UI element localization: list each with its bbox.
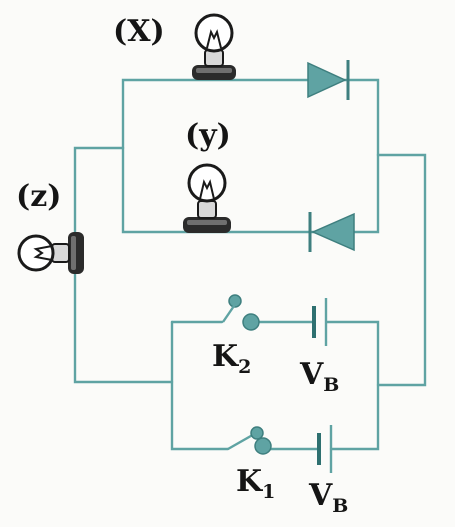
label-switch-k2-sub: 2: [238, 356, 251, 378]
label-battery-bottom-main: V: [308, 478, 333, 513]
wire-top-branch: [121, 78, 380, 157]
lamp-y: [183, 163, 231, 233]
diode-top: [307, 60, 350, 100]
label-battery-bottom: VB: [308, 478, 348, 517]
wires: [73, 78, 427, 451]
label-switch-k2: K2: [212, 339, 251, 378]
label-lamp-y: (y): [185, 118, 231, 153]
label-switch-k1-sub: 1: [262, 481, 275, 503]
diode-middle: [308, 212, 355, 252]
label-battery-top-main: V: [299, 357, 324, 392]
label-lamp-z: (z): [16, 179, 61, 214]
label-battery-bottom-sub: B: [332, 495, 348, 517]
wire-right-return: [376, 153, 427, 387]
wire-left-battery-bus: [170, 320, 230, 451]
lamp-z: [17, 232, 84, 274]
switch-k1: [227, 426, 272, 455]
label-switch-k1-main: K: [236, 464, 263, 499]
lamp-x: [192, 13, 236, 80]
label-battery-top-sub: B: [323, 374, 339, 396]
battery-top: [312, 298, 328, 346]
wire-upper-loop: [170, 320, 380, 451]
wire-middle-branch: [121, 146, 380, 234]
label-battery-top: VB: [299, 357, 339, 396]
label-lamp-x: (X): [113, 14, 165, 49]
label-switch-k1: K1: [236, 464, 275, 503]
label-switch-k2-main: K: [212, 339, 239, 374]
switch-k2: [222, 294, 260, 331]
battery-bottom: [317, 425, 333, 473]
